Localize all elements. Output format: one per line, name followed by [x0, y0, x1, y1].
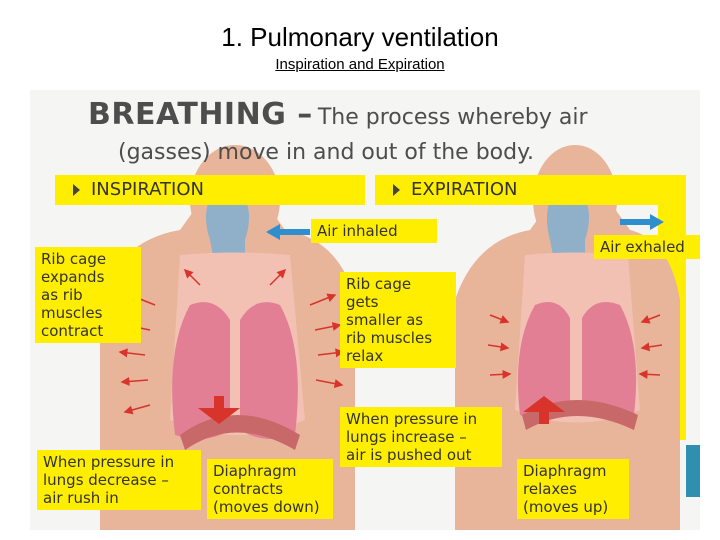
inspiration-bar: INSPIRATION: [55, 175, 365, 205]
caret-right-icon: [393, 184, 400, 196]
diaphragm-left: [180, 415, 300, 450]
expiration-bar: EXPIRATION: [375, 175, 686, 205]
rib-expands-label: Rib cage expands as rib muscles contract: [35, 247, 141, 343]
pressure-decrease-label: When pressure in lungs decrease – air ru…: [37, 450, 201, 510]
accent-block: [686, 445, 700, 497]
slide-subtitle: Inspiration and Expiration: [275, 56, 445, 73]
rib-arrows-right: [487, 314, 663, 379]
rib-smaller-label: Rib cage gets smaller as rib muscles rel…: [340, 272, 456, 368]
right-lung-a: [517, 301, 570, 420]
inspiration-label: INSPIRATION: [91, 179, 204, 200]
breathing-diagram: BREATHING – The process whereby air (gas…: [30, 90, 700, 530]
diaphragm-relaxes-label: Diaphragm relaxes (moves up): [517, 459, 629, 519]
air-exhaled-label: Air exhaled: [594, 235, 700, 259]
rib-arrows-left: [118, 268, 345, 415]
down-arrow-icon: [198, 396, 240, 424]
breathing-heading: BREATHING – The process whereby air (gas…: [88, 97, 588, 166]
up-arrow-icon: [523, 396, 565, 424]
inspiration-torso: [100, 145, 355, 530]
left-lung-b: [240, 302, 298, 439]
diaphragm-contracts-label: Diaphragm contracts (moves down): [207, 459, 333, 519]
right-lung-b: [582, 301, 637, 420]
expiration-label: EXPIRATION: [411, 179, 518, 200]
pressure-increase-label: When pressure in lungs increase – air is…: [340, 407, 502, 467]
slide-title: 1. Pulmonary ventilation: [221, 22, 499, 52]
caret-right-icon: [73, 184, 80, 196]
air-inhaled-label: Air inhaled: [311, 219, 437, 243]
